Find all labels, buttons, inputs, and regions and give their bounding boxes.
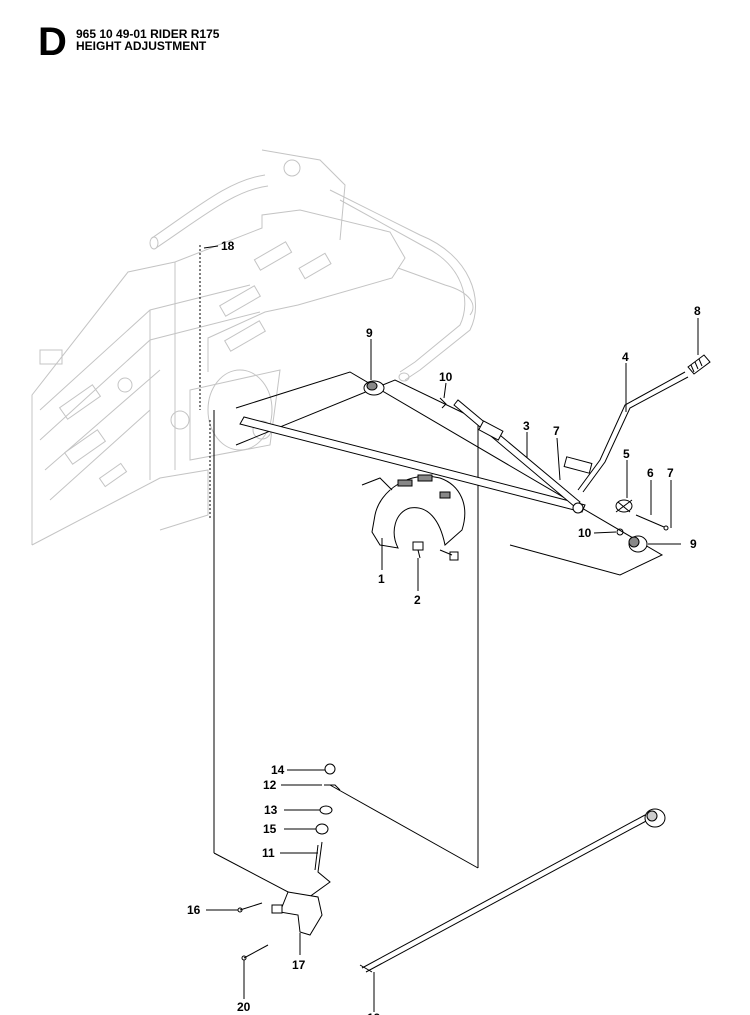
reference-lines	[199, 245, 664, 894]
callout-7-right: 7	[667, 466, 674, 480]
callout-15: 15	[263, 822, 277, 836]
callout-10-bottom: 10	[578, 526, 592, 540]
bushing-part-9-top	[363, 380, 385, 396]
callout-14: 14	[271, 763, 285, 777]
callout-17: 17	[292, 958, 306, 972]
pin-part-6	[635, 514, 669, 531]
model-title: 965 10 49-01 RIDER R175	[76, 27, 220, 41]
tractor-frame-illustration	[31, 149, 477, 546]
section-letter: D	[38, 20, 67, 64]
spring-part-5	[615, 499, 633, 513]
page-header: D 965 10 49-01 RIDER R175 HEIGHT ADJUSTM…	[0, 0, 750, 70]
callout-18: 18	[221, 239, 235, 253]
lift-link-rod-part-19	[359, 808, 666, 973]
clip-part-10	[439, 397, 624, 536]
callout-6: 6	[647, 466, 654, 480]
segment-plate-part-1	[361, 474, 466, 549]
callout-9-top: 9	[366, 326, 373, 340]
bracket-part-17	[271, 891, 323, 936]
callout-16: 16	[187, 903, 201, 917]
callout-12: 12	[263, 778, 277, 792]
screw-part-16	[237, 902, 263, 913]
bolt-part-12	[324, 784, 341, 791]
callout-3: 3	[523, 419, 530, 433]
callout-11: 11	[262, 846, 275, 860]
lift-shaft-part-3	[239, 399, 586, 514]
nut-part-15	[315, 823, 329, 835]
callout-20: 20	[237, 1000, 251, 1014]
nut-part-14	[324, 763, 336, 775]
callout-8: 8	[694, 304, 701, 318]
callout-7-left: 7	[553, 424, 560, 438]
callout-9-bottom: 9	[690, 537, 697, 551]
callout-19: 19	[367, 1011, 381, 1015]
callout-4: 4	[622, 350, 629, 364]
lift-lever-part-4	[563, 371, 689, 493]
screw-part-20	[241, 944, 269, 961]
callout-13: 13	[264, 803, 278, 817]
callout-1: 1	[378, 572, 385, 586]
callout-10-top: 10	[439, 370, 453, 384]
washer-part-13	[319, 805, 333, 815]
part-callouts: 18 9 10 8 4 3 7 5 6 7 10 9 1 2 14 12 13 …	[187, 239, 701, 1015]
assembly-title: HEIGHT ADJUSTMENT	[76, 39, 207, 53]
bushing-part-9-bottom	[628, 535, 648, 553]
callout-5: 5	[623, 447, 630, 461]
bolt-part-2	[412, 541, 459, 561]
leader-lines	[203, 245, 699, 1012]
handle-grip-part-8	[687, 354, 711, 375]
rod-part-11	[304, 841, 331, 901]
callout-2: 2	[414, 593, 421, 607]
